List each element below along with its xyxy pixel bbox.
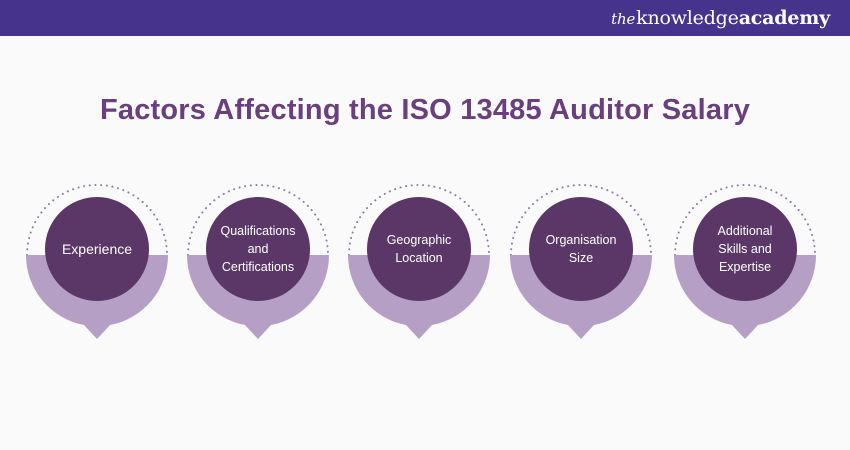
factor-label: Organisation Size (545, 233, 617, 265)
header-bar: theknowledgeacademy (0, 0, 850, 36)
factor-shape (25, 184, 169, 339)
factor-experience: Experience (25, 182, 169, 342)
brand-logo[interactable]: theknowledgeacademy (611, 5, 830, 32)
factor-label: Qualifications and Certifications (220, 224, 296, 274)
brand-logo-academy: academy (738, 7, 831, 29)
factor-additional-skills: Additional Skills and Expertise (673, 182, 817, 342)
factor-organisation-size: Organisation Size (509, 182, 653, 342)
factor-label: Additional Skills and Expertise (717, 224, 773, 274)
factor-shape (186, 184, 330, 339)
factor-qualifications: Qualifications and Certifications (186, 182, 330, 342)
factor-shape (509, 184, 653, 339)
factor-label: Geographic Location (386, 233, 452, 265)
brand-logo-knowledge: knowledge (636, 7, 739, 29)
factor-shape (347, 184, 491, 339)
factor-geographic-location: Geographic Location (347, 182, 491, 342)
page-title: Factors Affecting the ISO 13485 Auditor … (99, 94, 751, 126)
factor-shape (673, 184, 817, 339)
factor-label: Experience (61, 241, 133, 257)
brand-logo-the: the (611, 10, 636, 28)
